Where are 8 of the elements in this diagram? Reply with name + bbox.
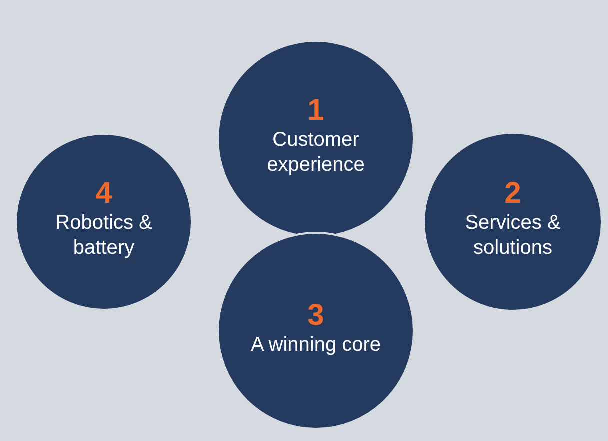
step-number: 3 [308,298,324,332]
step-label: Services & solutions [464,211,562,261]
step-number: 2 [504,177,522,211]
step-label: A winning core [250,332,382,358]
step-label: Customer experience [266,128,366,178]
step-number: 4 [96,177,112,211]
step-label: Robotics & battery [54,211,154,261]
step-number: 1 [308,94,324,128]
